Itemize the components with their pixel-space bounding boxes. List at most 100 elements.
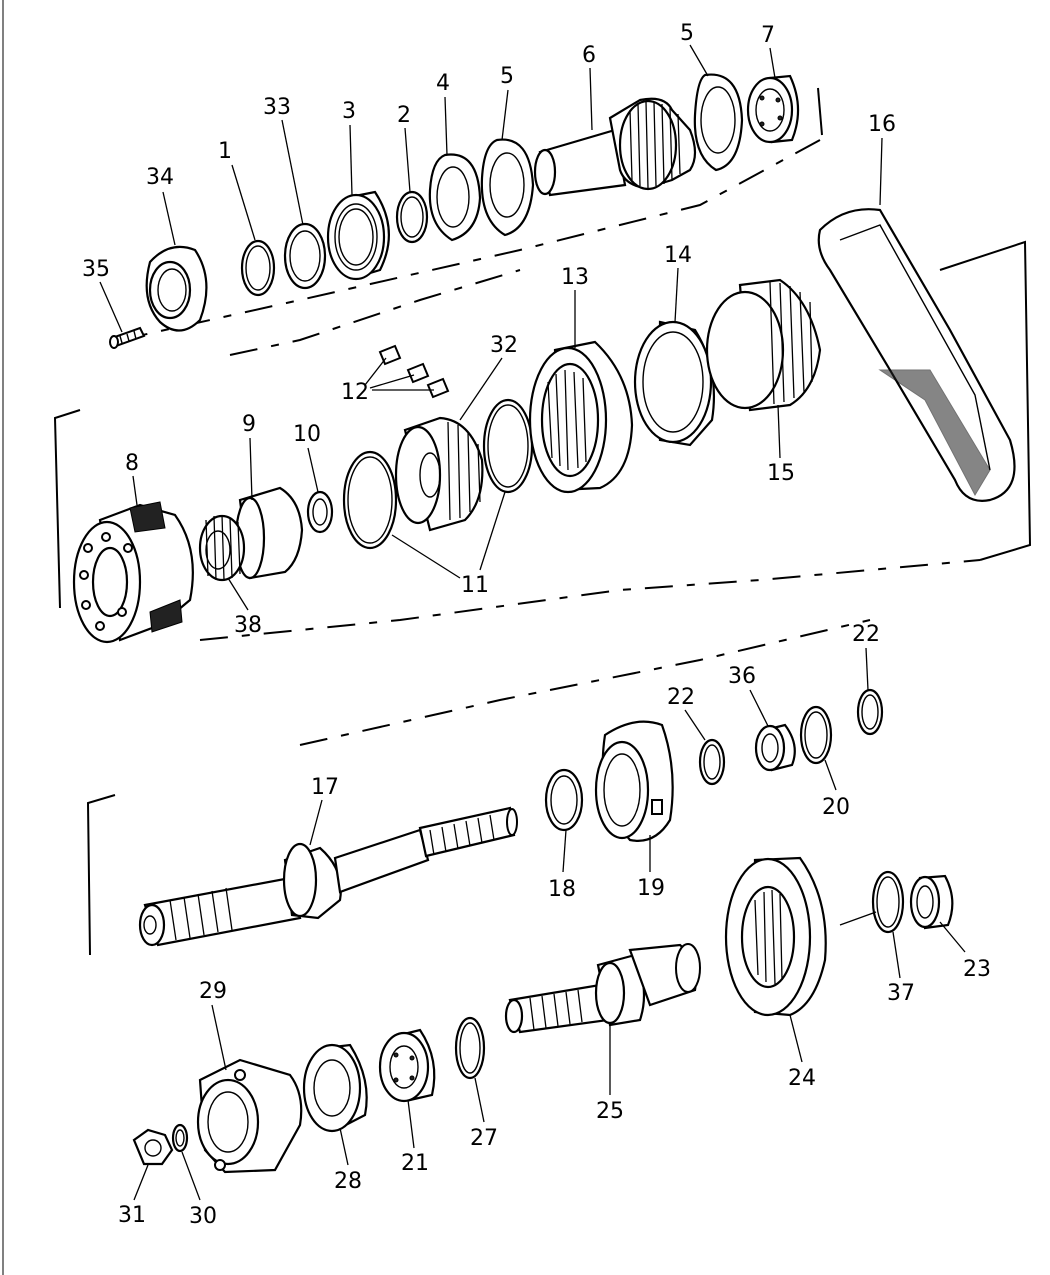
- callout-10: 10: [293, 422, 321, 447]
- leader-3: [349, 124, 353, 196]
- snap-ring-11-right: [482, 398, 534, 494]
- bearing-7: [746, 74, 800, 144]
- snap-ring-1: [240, 239, 276, 297]
- leader-10: [307, 447, 319, 493]
- leader-23: [939, 921, 966, 953]
- snap-ring-20: [799, 705, 833, 765]
- oil-pump-19: [594, 720, 674, 842]
- carrier-8: [72, 501, 194, 644]
- middle-group: [53, 208, 1032, 644]
- callout-23: 23: [963, 957, 991, 982]
- callout-2: 2: [397, 103, 411, 128]
- leader-1: [231, 164, 256, 241]
- callout-labels: 1 2 3 4 5 5 6 7 8 9 10 11 12 13 14 15 16…: [82, 21, 991, 1229]
- leader-8: [132, 475, 138, 506]
- leader-22b: [865, 647, 869, 691]
- callout-29: 29: [199, 979, 227, 1004]
- leader-6: [589, 67, 593, 131]
- top-axis-line: [119, 139, 821, 341]
- callout-31: 31: [118, 1203, 146, 1228]
- callout-35: 35: [82, 257, 110, 282]
- callout-32: 32: [490, 333, 518, 358]
- leader-37: [892, 931, 901, 979]
- washer-10: [306, 490, 334, 534]
- leader-24: [789, 1014, 803, 1063]
- leader-28: [339, 1127, 349, 1166]
- leader-20: [824, 759, 837, 791]
- leader-9: [249, 437, 253, 501]
- snap-ring-37: [871, 870, 905, 934]
- range-sleeve-13: [528, 340, 634, 494]
- snap-ring-27: [454, 1016, 486, 1080]
- seal-34: [145, 245, 208, 332]
- snap-ring-22-right: [856, 688, 884, 736]
- leader-2: [404, 127, 411, 193]
- callout-24: 24: [788, 1066, 816, 1091]
- input-shaft-6: [533, 97, 697, 197]
- leader-11a: [391, 534, 461, 579]
- snap-ring-22-left: [698, 738, 726, 786]
- leader-35: [99, 281, 123, 333]
- output-axis-line: [839, 911, 877, 926]
- leader-30: [181, 1151, 201, 1201]
- washer-5-left: [480, 138, 535, 237]
- yoke-flange-29: [196, 1058, 303, 1174]
- callout-34: 34: [146, 165, 174, 190]
- callout-22-left: 22: [667, 685, 695, 710]
- callout-7: 7: [761, 23, 775, 48]
- leader-21: [407, 1099, 415, 1149]
- callout-13: 13: [561, 265, 589, 290]
- driven-sprocket-24: [724, 856, 827, 1017]
- callout-36: 36: [728, 664, 756, 689]
- snap-ring-11-left: [342, 450, 398, 550]
- callout-8: 8: [125, 451, 139, 476]
- middle-axis-lower: [199, 559, 981, 641]
- leader-38: [227, 577, 249, 611]
- output-group: [132, 856, 954, 1174]
- mainshaft-17: [138, 806, 518, 947]
- callout-5-right: 5: [680, 21, 694, 46]
- seal-28: [302, 1043, 368, 1133]
- washer-5-right: [693, 73, 744, 172]
- callout-30: 30: [189, 1204, 217, 1229]
- callout-21: 21: [401, 1151, 429, 1176]
- bearing-21: [378, 1028, 436, 1103]
- callout-15: 15: [767, 461, 795, 486]
- leader-32: [459, 357, 503, 421]
- struts-12: [378, 344, 450, 399]
- leader-15: [777, 404, 781, 459]
- bearing-36: [754, 723, 796, 772]
- leader-lines: [99, 44, 966, 1201]
- leader-33: [281, 119, 304, 226]
- callout-33: 33: [263, 95, 291, 120]
- snap-ring-2: [395, 190, 429, 244]
- callout-16: 16: [868, 112, 896, 137]
- callout-38: 38: [234, 613, 262, 638]
- bearing-3: [326, 190, 390, 281]
- top-group-frame: [817, 87, 823, 136]
- leader-4: [444, 96, 448, 156]
- leader-11b: [479, 491, 506, 571]
- callout-1: 1: [218, 139, 232, 164]
- leader-5a: [501, 89, 509, 141]
- callout-4: 4: [436, 71, 450, 96]
- callout-22-right: 22: [852, 622, 880, 647]
- callout-20: 20: [822, 795, 850, 820]
- callout-27: 27: [470, 1126, 498, 1151]
- callout-18: 18: [548, 877, 576, 902]
- nut-31: [132, 1128, 174, 1166]
- bolt-35: [109, 326, 146, 349]
- callout-17: 17: [311, 775, 339, 800]
- middle-group-frame-right: [939, 240, 1032, 561]
- callout-19: 19: [637, 876, 665, 901]
- bearing-23: [909, 874, 954, 930]
- leader-29: [211, 1004, 227, 1071]
- synchro-ring-14: [633, 320, 715, 447]
- leader-34: [162, 191, 176, 246]
- callout-28: 28: [334, 1169, 362, 1194]
- leader-22a: [684, 709, 706, 741]
- mainshaft-frame: [86, 794, 116, 956]
- leader-18: [562, 829, 567, 873]
- leader-17: [309, 799, 323, 846]
- ring-33: [283, 222, 327, 290]
